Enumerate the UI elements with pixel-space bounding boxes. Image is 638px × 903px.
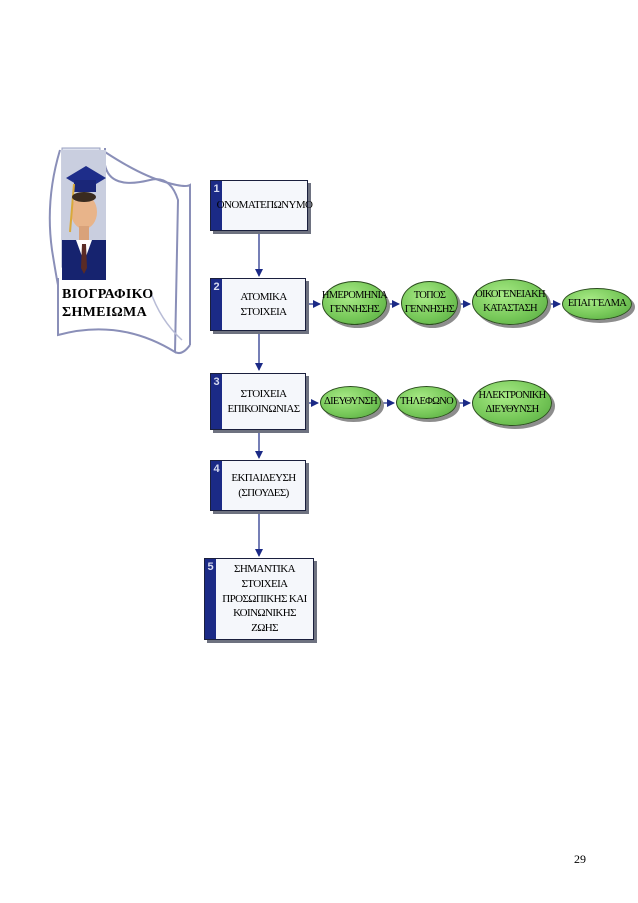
step-4-education: 4 ΕΚΠΑΙΔΕΥΣΗ (ΣΠΟΥΔΕΣ) <box>210 460 306 511</box>
scroll-title: ΒΙΟΓΡΑΦΙΚΟ ΣΗΜΕΙΩΜΑ <box>62 287 154 320</box>
step-label: ΑΤΟΜΙΚΑ ΣΤΟΙΧΕΙΑ <box>240 290 287 318</box>
pill-email: ΗΛΕΚΤΡΟΝΙΚΗ ΔΙΕΥΘΥΝΣΗ <box>472 380 552 426</box>
step-label: ΣΤΟΙΧΕΙΑ ΕΠΙΚΟΙΝΩΝΙΑΣ <box>227 387 301 415</box>
pill-telephone: ΤΗΛΕΦΩΝΟ <box>396 386 457 419</box>
step-number: 3 <box>211 374 222 429</box>
pill-address: ΔΙΕΥΘΥΝΣΗ <box>320 386 381 419</box>
step-label: ΕΚΠΑΙΔΕΥΣΗ (ΣΠΟΥΔΕΣ) <box>231 471 296 499</box>
step-number: 5 <box>205 559 216 639</box>
step-2-personal-details: 2 ΑΤΟΜΙΚΑ ΣΤΟΙΧΕΙΑ <box>210 278 306 331</box>
step-label: ΣΗΜΑΝΤΙΚΑ ΣΤΟΙΧΕΙΑ ΠΡΟΣΩΠΙΚΗΣ ΚΑΙ ΚΟΙΝΩΝ… <box>222 562 307 635</box>
step-number: 2 <box>211 279 222 330</box>
step-1-full-name: 1 ΟΝΟΜΑΤΕΠΩΝΥΜΟ <box>210 180 313 231</box>
pill-marital-status: ΟΙΚΟΓΕΝΕΙΑΚΗ ΚΑΤΑΣΤΑΣΗ <box>472 279 548 325</box>
step-number: 4 <box>211 461 222 510</box>
step-5-personal-social-life: 5 ΣΗΜΑΝΤΙΚΑ ΣΤΟΙΧΕΙΑ ΠΡΟΣΩΠΙΚΗΣ ΚΑΙ ΚΟΙΝ… <box>204 558 314 640</box>
pill-date-of-birth: ΗΜΕΡΟΜΗΝΙΑ ΓΕΝΝΗΣΗΣ <box>322 281 388 325</box>
pill-profession: ΕΠΑΓΓΕΛΜΑ <box>562 288 632 320</box>
pill-place-of-birth: ΤΟΠΟΣ ΓΕΝΝΗΣΗΣ <box>401 281 458 325</box>
step-3-contact-details: 3 ΣΤΟΙΧΕΙΑ ΕΠΙΚΟΙΝΩΝΙΑΣ <box>210 373 306 430</box>
step-number: 1 <box>211 181 222 230</box>
step-label: ΟΝΟΜΑΤΕΠΩΝΥΜΟ <box>216 199 313 212</box>
page-number: 29 <box>574 852 586 866</box>
graduate-icon <box>62 150 106 280</box>
